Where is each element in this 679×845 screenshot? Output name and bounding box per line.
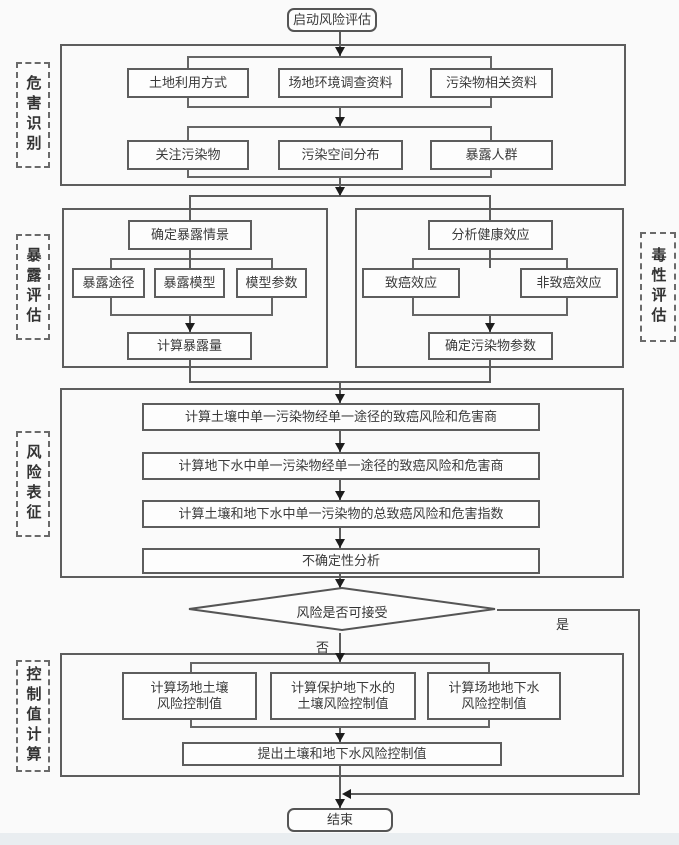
connector-split-to-exposure [189, 195, 191, 220]
connector-health-to-items [489, 250, 491, 268]
decision-yes-label: 是 [556, 617, 570, 632]
yes-branch-return [349, 793, 640, 795]
exposure-model-box: 暴露模型 [154, 268, 225, 298]
connector-decision-no [339, 633, 341, 662]
site-soil-control-box: 计算场地土壤 风险控制值 [122, 672, 257, 720]
connector-split-to-toxicity [489, 195, 491, 220]
connector-scenario-to-items [189, 250, 191, 268]
model-parameter-box: 模型参数 [236, 268, 307, 298]
exposed-population-box: 暴露人群 [430, 140, 553, 170]
arrowhead-decision [335, 579, 345, 588]
land-use-box: 土地利用方式 [127, 68, 249, 98]
connector-risk-step1-2 [339, 431, 341, 452]
risk-characterization-label: 风险表征 [16, 431, 50, 537]
connector-toxicity-down [489, 360, 491, 383]
footer-strip [0, 833, 679, 845]
concerned-pollutants-box: 关注污染物 [127, 140, 249, 170]
arrowhead-into-hazard [335, 47, 345, 56]
exposure-assessment-frame [62, 208, 328, 368]
exposure-scenario-box: 确定暴露情景 [128, 220, 252, 250]
arrowhead-end [335, 799, 345, 808]
yes-branch-horizontal [497, 609, 640, 611]
site-survey-box: 场地环境调查资料 [278, 68, 403, 98]
yes-branch-vertical [638, 609, 640, 795]
protect-groundwater-control-box: 计算保护地下水的 土壤风险控制值 [270, 672, 416, 720]
connector-proposal-to-end [339, 766, 341, 808]
risk-characterization-frame [60, 388, 624, 578]
connector-exposure-down [189, 360, 191, 383]
arrowhead-risk-step1 [335, 394, 345, 403]
hazard-identification-label: 危害识别 [16, 62, 50, 168]
decision-no-label: 否 [316, 640, 330, 655]
arrowhead-risk-step4 [335, 539, 345, 548]
health-effect-box: 分析健康效应 [428, 220, 553, 250]
exposure-calculation-box: 计算暴露量 [127, 332, 252, 360]
control-value-label: 控制值计算 [16, 660, 50, 772]
arrowhead-proposal [335, 733, 345, 742]
toxicity-assessment-label: 毒性评估 [640, 232, 676, 342]
soil-single-risk-box: 计算土壤中单一污染物经单一途径的致癌风险和危害商 [142, 403, 540, 431]
split-line [189, 195, 491, 197]
pollution-distribution-box: 污染空间分布 [278, 140, 403, 170]
decision-diamond [188, 586, 496, 632]
arrowhead-pollutant-param [485, 323, 495, 332]
uncertainty-analysis-box: 不确定性分析 [142, 548, 540, 574]
arrowhead-risk-step2 [335, 443, 345, 452]
arrowhead-exposure-calc [185, 323, 195, 332]
total-risk-box: 计算土壤和地下水中单一污染物的总致癌风险和危害指数 [142, 500, 540, 528]
connector-start-to-hazard [339, 32, 341, 56]
arrowhead-yes-merge [342, 789, 351, 799]
connector-risk-step3-4 [339, 528, 341, 548]
site-groundwater-control-box: 计算场地地下水 风险控制值 [427, 672, 561, 720]
connector-merge-to-risk [339, 381, 341, 403]
start-node: 启动风险评估 [287, 8, 377, 32]
end-node: 结束 [287, 808, 393, 832]
exposure-pathway-box: 暴露途径 [72, 268, 145, 298]
carcinogenic-effect-box: 致癌效应 [362, 268, 460, 298]
pollutant-data-box: 污染物相关资料 [430, 68, 553, 98]
hazard-identification-frame [60, 44, 626, 186]
non-carcinogenic-effect-box: 非致癌效应 [520, 268, 618, 298]
exposure-assessment-label: 暴露评估 [16, 234, 50, 340]
connector-risk-step2-3 [339, 480, 341, 500]
propose-control-values-box: 提出土壤和地下水风险控制值 [182, 742, 502, 766]
arrowhead-risk-step3 [335, 491, 345, 500]
arrowhead-hazard-row2 [335, 117, 345, 126]
groundwater-single-risk-box: 计算地下水中单一污染物经单一途径的致癌风险和危害商 [142, 452, 540, 480]
decision-label: 风险是否可接受 [296, 605, 388, 620]
arrowhead-control-bus [335, 653, 345, 662]
arrowhead-split [335, 187, 345, 196]
pollutant-parameter-box: 确定污染物参数 [428, 332, 553, 360]
